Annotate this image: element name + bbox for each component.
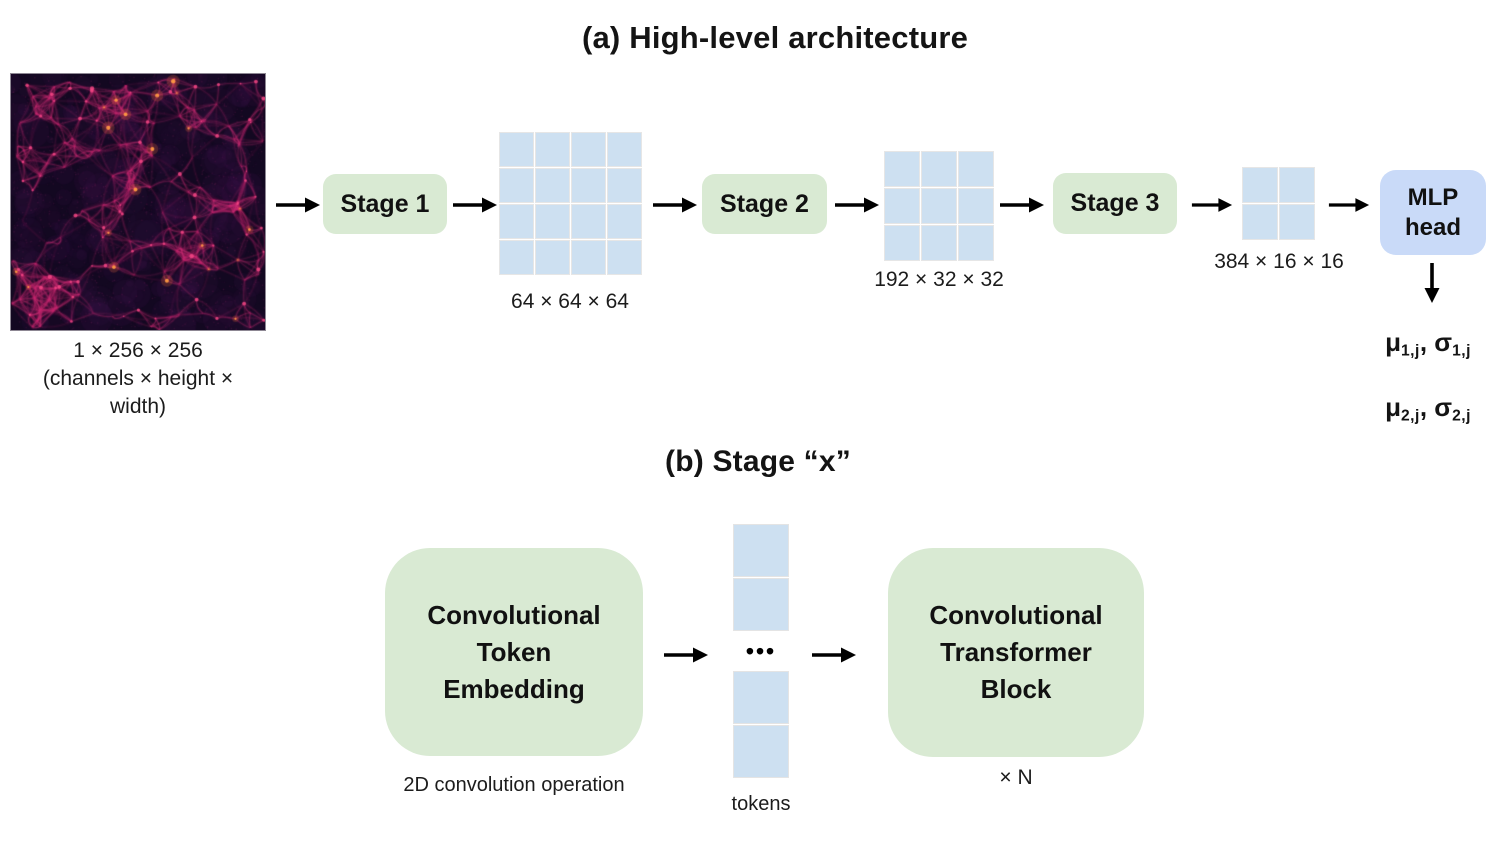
stage-2-label: Stage 2	[720, 189, 809, 218]
panel-b-title: (b) Stage “x”	[665, 445, 851, 478]
dark-matter-density-image	[11, 74, 265, 330]
arrow-right-icon	[835, 197, 879, 213]
conv-operation-caption: 2D convolution operation	[403, 774, 625, 796]
token-square	[733, 524, 789, 577]
stage-2-dims: 192 × 32 × 32	[874, 268, 1004, 291]
ellipsis-dots: •••	[745, 638, 777, 664]
stage-1-featuremap-grid	[499, 132, 642, 275]
feature-cell	[607, 240, 642, 275]
feature-cell	[884, 188, 920, 224]
stage-1-label: Stage 1	[340, 189, 430, 218]
ctb-label-line1: Convolutional	[929, 600, 1103, 630]
stage-2-box: Stage 2	[702, 174, 827, 234]
feature-cell	[571, 240, 606, 275]
token-square	[733, 671, 789, 724]
feature-cell	[535, 204, 570, 239]
feature-cell	[1242, 167, 1278, 203]
input-caption-line3: width)	[109, 395, 167, 418]
arrow-right-icon	[664, 647, 708, 663]
feature-cell	[499, 204, 534, 239]
mlp-head-label-line2: head	[1404, 213, 1461, 241]
cte-label-line1: Convolutional	[427, 599, 601, 630]
arrow-right-icon	[1000, 197, 1044, 213]
feature-cell	[921, 151, 957, 187]
feature-cell	[535, 168, 570, 203]
stage-1-box: Stage 1	[323, 174, 447, 234]
feature-cell	[958, 225, 994, 261]
feature-cell	[607, 204, 642, 239]
feature-cell	[571, 204, 606, 239]
stage-2-featuremap-grid	[884, 151, 994, 261]
feature-cell	[921, 188, 957, 224]
ctb-label-line3: Block	[980, 674, 1052, 704]
feature-cell	[958, 188, 994, 224]
feature-cell	[1279, 204, 1315, 240]
arrow-down-icon	[1424, 263, 1440, 303]
output-params-row1: μ1,j, σ1,j	[1385, 327, 1471, 360]
feature-cell	[1242, 204, 1278, 240]
tokens-caption: tokens	[731, 793, 791, 815]
feature-cell	[884, 225, 920, 261]
feature-cell	[571, 132, 606, 167]
conv-transformer-block-box: Convolutional Transformer Block	[888, 548, 1144, 757]
feature-cell	[499, 240, 534, 275]
input-caption: 1 × 256 × 256 (channels × height × width…	[5, 337, 271, 421]
arrow-right-icon	[812, 647, 856, 663]
feature-cell	[535, 240, 570, 275]
stage-3-featuremap-grid	[1242, 167, 1315, 240]
arrow-right-icon	[1191, 198, 1233, 212]
mlp-head-label-line1: MLP	[1407, 183, 1459, 211]
arrow-right-icon	[276, 197, 320, 213]
input-density-map	[10, 73, 266, 331]
panel-a-title: (a) High-level architecture	[581, 20, 969, 55]
ctb-label-line2: Transformer	[940, 637, 1092, 667]
stage-1-dims: 64 × 64 × 64	[511, 290, 629, 313]
conv-token-embedding-box: Convolutional Token Embedding	[385, 548, 643, 756]
feature-cell	[958, 151, 994, 187]
stage-3-box: Stage 3	[1053, 173, 1177, 234]
feature-cell	[535, 132, 570, 167]
arrow-right-icon	[1328, 198, 1370, 212]
mlp-head-box: MLP head	[1380, 170, 1486, 255]
feature-cell	[607, 132, 642, 167]
feature-cell	[499, 132, 534, 167]
feature-cell	[571, 168, 606, 203]
cte-label-line3: Embedding	[443, 673, 585, 704]
arrow-right-icon	[453, 197, 497, 213]
feature-cell	[921, 225, 957, 261]
token-square	[733, 725, 789, 778]
input-caption-line1: 1 × 256 × 256	[73, 339, 203, 362]
stage-3-label: Stage 3	[1070, 189, 1160, 217]
feature-cell	[499, 168, 534, 203]
output-params-row2: μ2,j, σ2,j	[1385, 392, 1471, 425]
stage-3-dims: 384 × 16 × 16	[1214, 250, 1344, 273]
input-caption-line2: (channels × height ×	[42, 367, 234, 390]
times-n-caption: × N	[999, 766, 1033, 789]
feature-cell	[884, 151, 920, 187]
feature-cell	[607, 168, 642, 203]
cte-label-line2: Token	[476, 636, 552, 667]
token-square	[733, 578, 789, 631]
arrow-right-icon	[653, 197, 697, 213]
feature-cell	[1279, 167, 1315, 203]
